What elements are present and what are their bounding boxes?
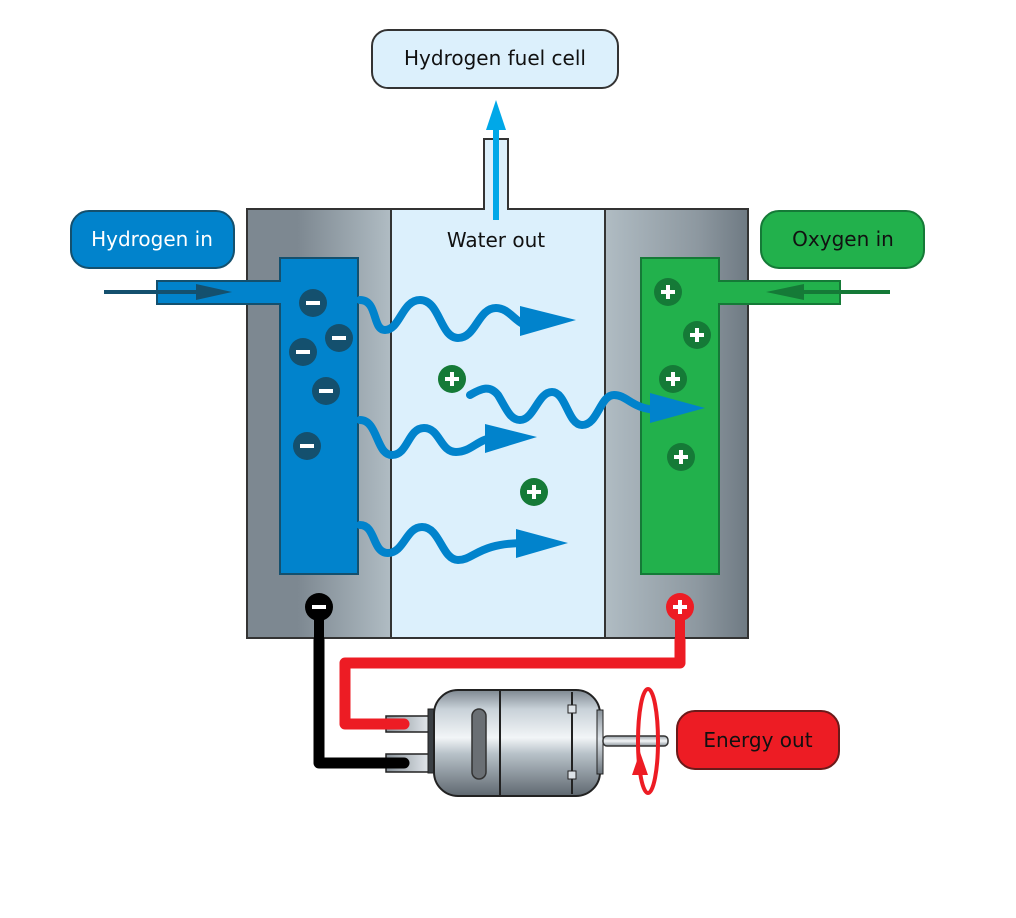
arrowhead-2 (650, 393, 705, 423)
title-box: Hydrogen fuel cell (371, 29, 619, 89)
proton-icon (659, 365, 687, 393)
energy-out-label: Energy out (703, 728, 812, 752)
arrowhead-4 (516, 529, 568, 558)
electron-icon (299, 289, 327, 317)
proton-icon (667, 443, 695, 471)
diagram-title: Hydrogen fuel cell (404, 46, 586, 70)
proton-icon (520, 478, 548, 506)
arrowhead-3 (485, 424, 537, 453)
proton-flow-arrows (356, 295, 664, 565)
oxygen-in-label: Oxygen in (792, 227, 894, 251)
flow-arrow-1 (356, 295, 539, 343)
arrowhead-1 (520, 306, 576, 336)
electrons (289, 289, 353, 460)
red-wire (339, 634, 686, 730)
proton-icon (683, 321, 711, 349)
hydrogen-inlet-arrow (104, 284, 232, 300)
oxygen-in-badge: Oxygen in (760, 210, 925, 269)
flow-arrow-3 (356, 416, 499, 460)
black-wire (313, 634, 408, 769)
oxygen-inlet-arrow (766, 284, 890, 300)
electron-icon (293, 432, 321, 460)
protons (438, 278, 711, 506)
water-out-arrow (486, 100, 506, 220)
electron-icon (289, 338, 317, 366)
motor-shaft (602, 735, 669, 747)
rotation-arrow-icon (632, 687, 660, 795)
proton-icon (654, 278, 682, 306)
electric-motor (380, 689, 669, 797)
electron-icon (312, 377, 340, 405)
hydrogen-in-badge: Hydrogen in (70, 210, 235, 269)
anode-electrode (156, 257, 359, 575)
flow-arrow-4 (356, 521, 529, 565)
flow-arrow-2 (466, 384, 664, 430)
flow-arrowheads (485, 306, 705, 558)
hydrogen-in-label: Hydrogen in (91, 227, 213, 251)
motor-window (471, 708, 487, 780)
water-out-label: Water out (447, 228, 545, 252)
electron-icon (325, 324, 353, 352)
electrolyte-membrane (390, 208, 606, 639)
energy-out-badge: Energy out (676, 710, 840, 770)
proton-icon (438, 365, 466, 393)
